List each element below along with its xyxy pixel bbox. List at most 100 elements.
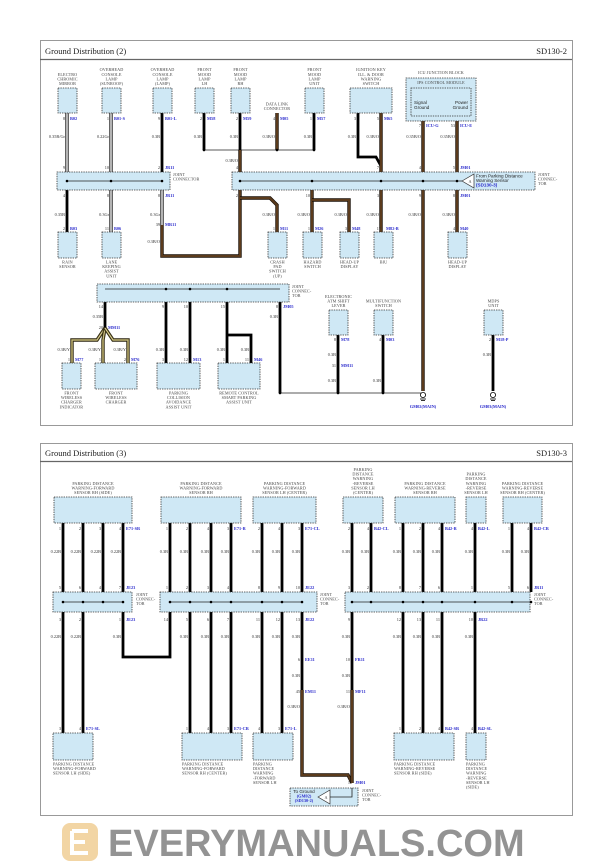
wire-gauge-label: 0.3B/Y bbox=[113, 347, 126, 352]
component-label: PARKING bbox=[253, 762, 272, 767]
pin-number: 2 bbox=[419, 726, 421, 731]
connector-code: ICU-G bbox=[426, 123, 439, 128]
splice-dot bbox=[275, 148, 279, 152]
component-box[interactable] bbox=[160, 496, 242, 524]
component-label: SENSOR RH (SIDE) bbox=[74, 490, 112, 495]
wire-gauge-label: 0.3B bbox=[393, 549, 401, 554]
component-label: (UP) bbox=[273, 273, 282, 278]
component-box[interactable] bbox=[342, 496, 384, 524]
ground-distribution-3-panel: Ground Distribution (3) SD130-3 JOINTCON… bbox=[40, 443, 573, 816]
wire-gauge-label: 0.3B bbox=[342, 673, 350, 678]
component-box[interactable] bbox=[393, 732, 455, 761]
component-box[interactable] bbox=[339, 231, 360, 259]
component-box[interactable] bbox=[217, 362, 261, 390]
pin-number: 4 bbox=[379, 337, 382, 342]
pin-number: 11 bbox=[245, 357, 249, 362]
component-box[interactable] bbox=[194, 87, 215, 114]
component-box[interactable] bbox=[465, 732, 487, 761]
pin-number: 3 bbox=[278, 726, 280, 731]
component-box[interactable] bbox=[394, 496, 456, 524]
component-label: WARNING bbox=[466, 481, 486, 486]
joint-connector[interactable] bbox=[96, 283, 290, 303]
connector-code: M58 bbox=[207, 116, 215, 121]
component-box[interactable] bbox=[252, 732, 294, 761]
ground-icon bbox=[489, 391, 496, 401]
connector-code: JE23 bbox=[126, 617, 135, 622]
wire-gauge-label: 0.3B bbox=[361, 549, 369, 554]
component-label: WARNING-FORWARD bbox=[263, 485, 306, 490]
component-box[interactable] bbox=[304, 87, 325, 114]
component-box[interactable] bbox=[94, 362, 138, 390]
component-box[interactable] bbox=[101, 231, 122, 259]
ips-control-module[interactable] bbox=[410, 87, 472, 117]
component-box[interactable] bbox=[57, 231, 78, 259]
component-label: LAMP bbox=[156, 76, 169, 81]
component-label: SENSOR LH bbox=[351, 485, 375, 490]
joint-connector-label: JOINT bbox=[320, 592, 332, 597]
connector-code: B06 bbox=[114, 226, 122, 231]
wire-gauge-label: 0.3B bbox=[348, 134, 356, 139]
connector-code: M59 bbox=[243, 116, 251, 121]
component-box[interactable] bbox=[373, 309, 394, 336]
component-box[interactable] bbox=[483, 309, 504, 336]
pin-number: 1 bbox=[59, 526, 61, 531]
pin-number: 4 bbox=[278, 526, 281, 531]
component-box[interactable] bbox=[252, 496, 317, 524]
wire-gauge-label: 0.22B bbox=[71, 549, 82, 554]
wire-gauge-label: 0.3B bbox=[272, 634, 280, 639]
splice-dot bbox=[168, 600, 172, 604]
component-box[interactable] bbox=[152, 87, 173, 114]
component-box[interactable] bbox=[181, 732, 243, 761]
component-box[interactable] bbox=[328, 309, 349, 336]
wire-gauge-label: 0.3B/O bbox=[334, 212, 347, 217]
component-label: DISPLAY bbox=[341, 264, 359, 269]
component-box[interactable] bbox=[373, 231, 394, 259]
component-label: SENSOR bbox=[59, 264, 76, 269]
component-box[interactable] bbox=[53, 496, 133, 524]
wire-gauge-label: 0.3B bbox=[328, 352, 336, 357]
component-label: -REVERSE bbox=[466, 485, 487, 490]
wire-gauge-label: 0.3B bbox=[521, 549, 529, 554]
wire-gauge-label: 0.22B bbox=[51, 634, 62, 639]
pin-number: 4 bbox=[527, 526, 530, 531]
component-box[interactable] bbox=[57, 87, 78, 114]
component-box[interactable] bbox=[230, 87, 251, 114]
wire-gauge-label: 0.3B bbox=[328, 378, 336, 383]
component-box[interactable] bbox=[447, 231, 468, 259]
component-label: REMOTE CONTROL bbox=[219, 391, 259, 396]
component-box[interactable] bbox=[156, 362, 201, 390]
component-label: KEEPING bbox=[102, 264, 121, 269]
pin-number: 7 bbox=[119, 585, 122, 590]
joint-connector-label: CONNECTOR bbox=[173, 177, 200, 182]
component-label: SENSOR LH bbox=[253, 780, 277, 785]
component-box[interactable] bbox=[302, 231, 323, 259]
joint-connector-label: TOR bbox=[538, 181, 547, 186]
connector-code: JM05 bbox=[283, 304, 294, 309]
component-label: DISPLAY bbox=[449, 264, 467, 269]
connector-code: B02 bbox=[70, 116, 77, 121]
component-label: SWITCH bbox=[363, 81, 380, 86]
wire-gauge-label: 0.3B bbox=[432, 549, 440, 554]
pin-number: 1 bbox=[273, 226, 275, 231]
wire bbox=[70, 327, 107, 363]
splice-dot bbox=[229, 600, 233, 604]
connector-code: JR22 bbox=[478, 617, 488, 622]
connector-code: B42-L bbox=[478, 526, 490, 531]
component-box[interactable] bbox=[61, 362, 82, 390]
panel-code: SD130-3 bbox=[536, 448, 567, 458]
component-label: AVOIDANCE bbox=[166, 400, 192, 405]
pin-number: 2 bbox=[236, 116, 238, 121]
splice-dot bbox=[336, 391, 340, 395]
pin-number: 2 bbox=[63, 226, 65, 231]
component-box[interactable] bbox=[465, 496, 487, 524]
component-box[interactable] bbox=[502, 496, 543, 524]
connector-code: FR11 bbox=[355, 657, 365, 662]
connector-code: E71-SR bbox=[126, 526, 141, 531]
component-box[interactable] bbox=[349, 87, 393, 114]
component-box[interactable] bbox=[101, 87, 122, 114]
pin-number: 2 bbox=[258, 526, 260, 531]
component-box[interactable] bbox=[52, 732, 94, 761]
component-box[interactable] bbox=[267, 231, 288, 259]
connector-code: M03 bbox=[386, 337, 394, 342]
